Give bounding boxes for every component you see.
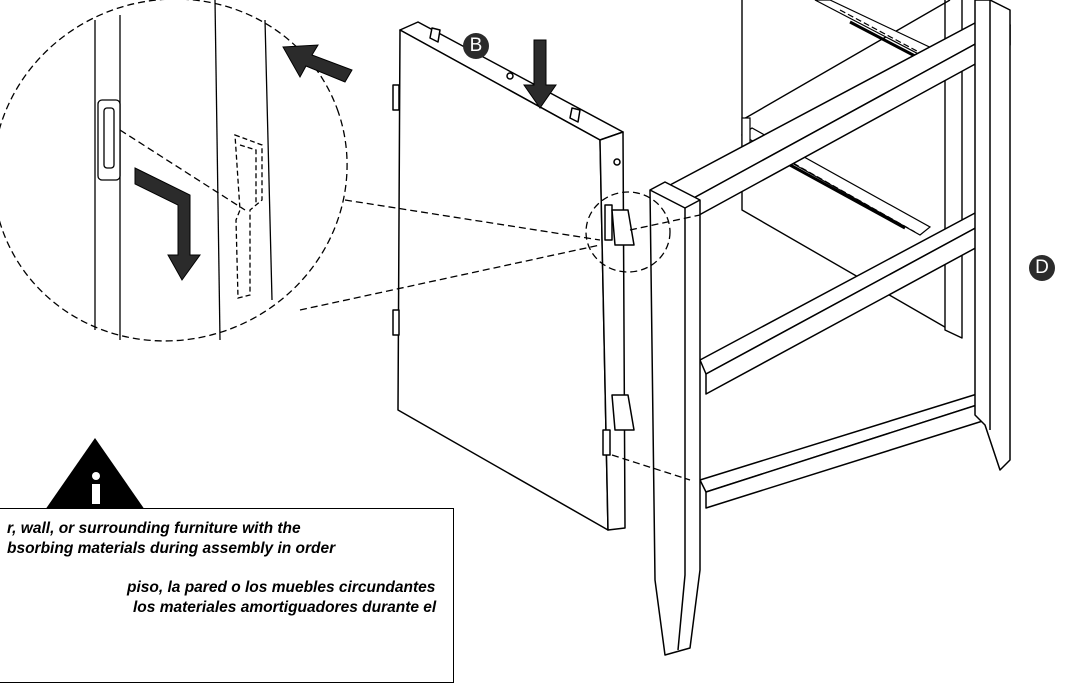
callout-b: B xyxy=(463,33,489,59)
warning-text-es-line-2: los materiales amortiguadores durante el xyxy=(133,599,437,616)
motion-arrows xyxy=(134,39,557,281)
warning-text-en-line-1: r, wall, or surrounding furniture with t… xyxy=(7,520,301,537)
front-frame xyxy=(649,0,1011,656)
arrow-l-down-icon xyxy=(134,167,201,281)
assembly-diagram xyxy=(0,0,1011,656)
arrow-up-left-icon xyxy=(282,44,353,83)
information-warning-icon xyxy=(45,438,145,510)
warning-notice-box: r, wall, or surrounding furniture with t… xyxy=(0,508,454,683)
callout-d: D xyxy=(1029,255,1055,281)
warning-text-en-line-2: bsorbing materials during assembly in or… xyxy=(7,540,336,557)
side-panel-b xyxy=(392,21,635,531)
detail-view xyxy=(94,0,273,341)
warning-text-es-line-1: piso, la pared o los muebles circundante… xyxy=(127,579,436,596)
alignment-lines xyxy=(0,0,701,481)
arrow-down-icon xyxy=(523,39,557,109)
